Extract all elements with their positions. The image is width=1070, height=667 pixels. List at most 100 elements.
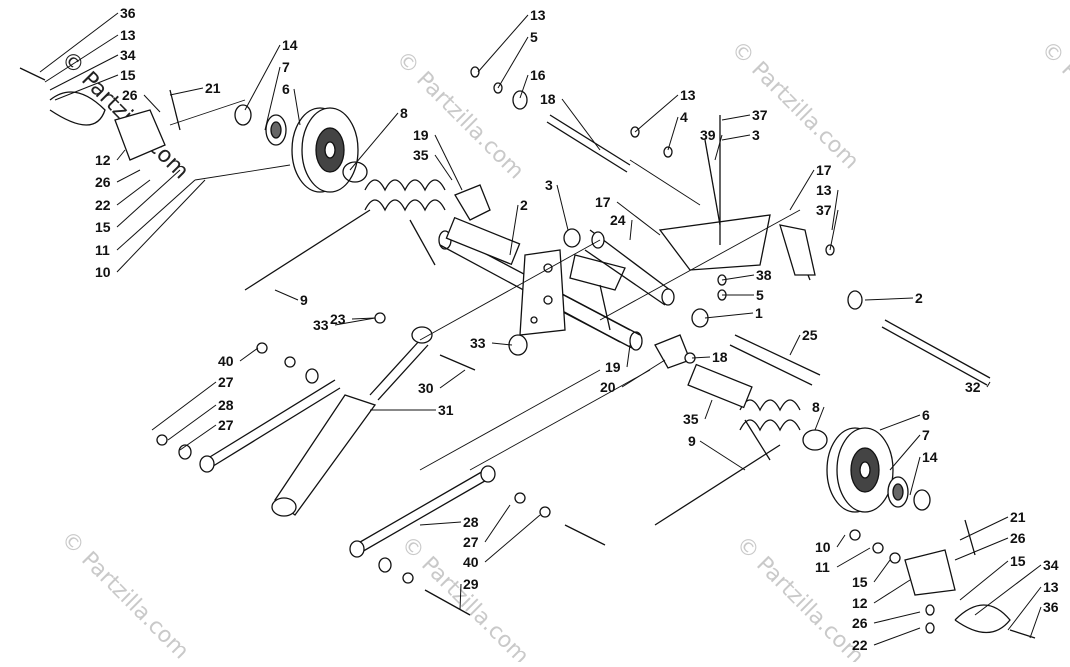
- callout-label: 22: [852, 637, 868, 653]
- callout-label: 37: [816, 202, 832, 218]
- callout-leader: [519, 74, 529, 99]
- callout-leader: [959, 560, 1009, 601]
- callout-label: 33: [470, 335, 486, 351]
- parts-layer: [19, 66, 1036, 639]
- callout-label: 30: [418, 380, 434, 396]
- callout-label: 16: [530, 67, 546, 83]
- callout-label: 11: [815, 559, 830, 575]
- callout-leader: [814, 406, 825, 431]
- callout-label: 27: [218, 374, 234, 390]
- callout-leader: [434, 134, 463, 191]
- callout-leader: [873, 559, 891, 583]
- callout-leader: [704, 399, 713, 420]
- callout-label: 40: [218, 353, 234, 369]
- callout-label: 28: [218, 397, 234, 413]
- callout-label: 26: [95, 174, 111, 190]
- watermark-text: © Partzilla.com: [1036, 37, 1070, 175]
- callout-leader: [721, 114, 751, 121]
- watermark-text: © Partzilla.com: [391, 47, 529, 185]
- callout-leader: [629, 219, 633, 241]
- callout-leader: [714, 134, 723, 161]
- callout-leader: [789, 334, 801, 356]
- callout-label: 15: [1010, 553, 1026, 569]
- bushing-left: [445, 216, 521, 266]
- callout-leader: [873, 611, 921, 624]
- callout-leader: [491, 342, 513, 346]
- small-hardware: [156, 66, 935, 634]
- callout-label: 35: [413, 147, 429, 163]
- callout-label: 27: [218, 417, 234, 433]
- left-end-cap: [19, 67, 181, 161]
- callout-label: 35: [683, 411, 699, 427]
- callout-leader: [116, 169, 141, 183]
- long-bolt-32: [881, 319, 991, 386]
- callout-leader: [351, 317, 376, 320]
- callout-leader: [151, 381, 217, 431]
- callout-label: 32: [965, 379, 981, 395]
- callout-leader: [116, 179, 151, 206]
- callout-label: 39: [700, 127, 716, 143]
- callout-leader: [879, 414, 921, 431]
- callout-leader: [49, 54, 119, 91]
- callout-label: 14: [282, 37, 298, 53]
- callout-label: 25: [802, 327, 818, 343]
- right-idler-wheel: [826, 427, 931, 513]
- callout-leader: [1029, 606, 1042, 639]
- callout-leader: [509, 204, 519, 256]
- callout-label: 2: [915, 290, 923, 306]
- callout-leader: [484, 504, 511, 543]
- callout-label: 15: [120, 67, 136, 83]
- bushing-right: [687, 363, 753, 409]
- callout-leader: [497, 36, 529, 89]
- callout-leader: [616, 201, 661, 236]
- callout-leader: [264, 66, 281, 131]
- guide-lines: [169, 99, 801, 471]
- callout-label: 36: [120, 5, 136, 21]
- callout-leader: [829, 209, 839, 251]
- callout-label: 18: [712, 349, 728, 365]
- callout-label: 22: [95, 197, 111, 213]
- callout-leader: [721, 134, 751, 141]
- callout-leader: [873, 579, 911, 604]
- callout-leader: [116, 179, 196, 251]
- callout-leader: [274, 289, 299, 301]
- callout-leader: [1007, 586, 1042, 631]
- callout-leader: [459, 583, 462, 611]
- callout-leader: [789, 169, 815, 211]
- callout-label: 26: [122, 87, 138, 103]
- callout-label: 31: [438, 402, 454, 418]
- left-torsion-spring: [244, 161, 446, 291]
- callout-label: 21: [205, 80, 221, 96]
- callout-leader: [691, 356, 711, 359]
- callout-leader: [836, 534, 846, 548]
- bracket-18-left: [454, 184, 491, 221]
- callout-label: 2: [520, 197, 528, 213]
- right-end-cap: [904, 519, 1036, 639]
- callout-leader: [116, 149, 126, 161]
- callout-label: 36: [1043, 599, 1059, 615]
- callout-label: 37: [752, 107, 768, 123]
- callout-leader: [626, 344, 631, 368]
- callout-label: 19: [413, 127, 429, 143]
- callout-leader: [116, 169, 181, 228]
- watermark-text: © Partzilla.com: [56, 527, 194, 662]
- watermark-text: © Partzilla.com: [396, 532, 534, 662]
- callout-leader: [39, 12, 119, 73]
- callout-label: 6: [922, 407, 930, 423]
- callout-label: 12: [95, 152, 111, 168]
- bolt-29: [424, 589, 471, 616]
- callout-leader: [167, 404, 217, 441]
- callout-leader: [974, 564, 1042, 616]
- callout-label: 3: [752, 127, 760, 143]
- callout-label: 38: [756, 267, 772, 283]
- callout-label: 4: [680, 109, 688, 125]
- bolt-right: [564, 524, 606, 546]
- callout-label: 14: [922, 449, 938, 465]
- callout-leader: [699, 440, 746, 471]
- link-upper: [199, 379, 341, 473]
- callout-label: 13: [1043, 579, 1059, 595]
- leader-lines: [39, 12, 1042, 646]
- callout-leader: [864, 297, 914, 301]
